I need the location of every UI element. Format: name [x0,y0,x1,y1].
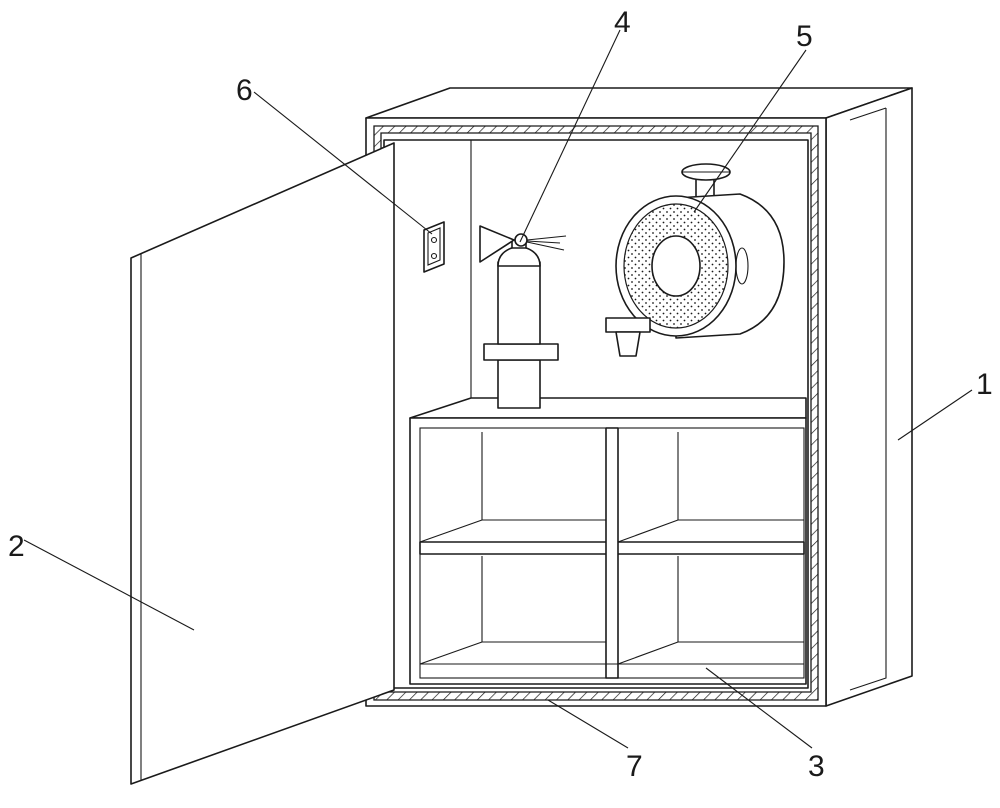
hose-reel [605,163,785,357]
leader-7 [547,699,629,749]
callout-2: 2 [8,530,25,563]
leader-5 [693,49,807,213]
power-socket [423,221,445,273]
leader-6 [253,91,433,235]
leader-2 [23,539,195,631]
cabinet-door [130,142,395,785]
callout-6: 6 [236,74,253,107]
callout-1: 1 [976,368,993,401]
leader-3 [705,667,813,749]
callout-7: 7 [626,750,643,783]
callout-3: 3 [808,750,825,783]
leader-4 [519,29,621,243]
leader-1 [897,389,973,441]
callout-4: 4 [614,6,631,39]
shelf-unit [409,397,807,685]
callout-5: 5 [796,20,813,53]
fire-extinguisher [479,225,567,409]
